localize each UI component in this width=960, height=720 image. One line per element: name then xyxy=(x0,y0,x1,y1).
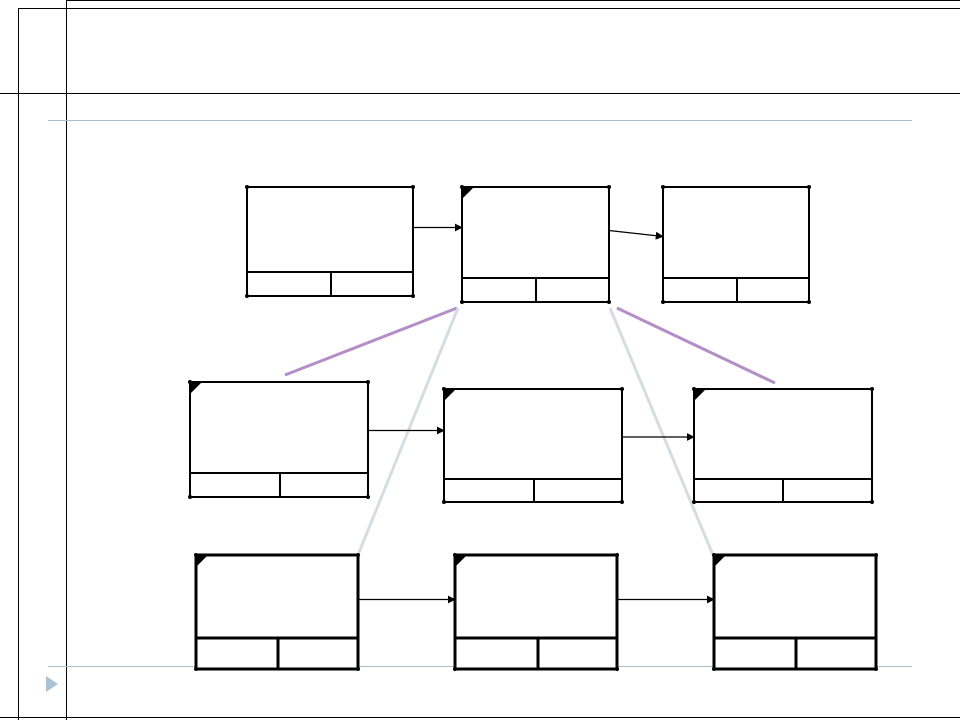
node-bottom-center xyxy=(453,553,619,671)
frame-bottom-line xyxy=(0,717,960,718)
node-corner-dot xyxy=(615,667,619,671)
frame-title-top-line xyxy=(18,8,960,9)
node-corner-dot xyxy=(870,500,874,504)
node-corner-dot xyxy=(620,500,624,504)
title-rule xyxy=(48,120,912,121)
frame-title-bottom-line xyxy=(0,93,960,94)
node-corner-dot xyxy=(194,553,198,557)
corner-mark-icon xyxy=(714,555,726,567)
node-mid-center xyxy=(442,387,624,504)
node-corner-dot xyxy=(460,185,464,189)
node-corner-dot xyxy=(661,300,665,304)
node-corner-dot xyxy=(460,300,464,304)
node-corner-dot xyxy=(692,387,696,391)
node-corner-dot xyxy=(453,553,457,557)
node-corner-dot xyxy=(607,300,611,304)
node-corner-dot xyxy=(188,380,192,384)
node-corner-dot xyxy=(411,185,415,189)
node-box xyxy=(693,388,873,503)
node-corner-dot xyxy=(712,667,716,671)
corner-mark-icon xyxy=(694,389,706,401)
expansion-line-right xyxy=(608,307,715,556)
node-corner-dot xyxy=(442,387,446,391)
node-corner-dot xyxy=(620,387,624,391)
corner-mark-icon xyxy=(190,382,202,394)
expansion-line-left xyxy=(356,307,460,556)
node-corner-dot xyxy=(356,667,360,671)
node-mid-left xyxy=(188,380,370,499)
expansion-line-right xyxy=(616,306,776,385)
expansion-line-left xyxy=(284,306,458,377)
node-bottom-left xyxy=(194,553,360,671)
node-mid-right xyxy=(692,387,874,504)
flow-arrow-top-center-to-top-right xyxy=(608,229,664,240)
corner-mark-icon xyxy=(462,187,474,199)
play-marker-icon[interactable] xyxy=(46,676,58,692)
node-corner-dot xyxy=(366,495,370,499)
node-corner-dot xyxy=(874,553,878,557)
node-top-center xyxy=(460,185,611,304)
node-corner-dot xyxy=(356,553,360,557)
node-corner-dot xyxy=(194,667,198,671)
node-box xyxy=(712,553,878,671)
node-corner-dot xyxy=(870,387,874,391)
node-corner-dot xyxy=(442,500,446,504)
node-corner-dot xyxy=(807,185,811,189)
frame-top-line xyxy=(66,0,960,1)
corner-mark-icon xyxy=(455,555,467,567)
frame-left-outer-line xyxy=(18,8,19,720)
frame-left-inner-line xyxy=(66,0,67,720)
node-corner-dot xyxy=(615,553,619,557)
node-corner-dot xyxy=(712,553,716,557)
node-corner-dot xyxy=(807,300,811,304)
node-corner-dot xyxy=(245,294,249,298)
node-top-right xyxy=(661,185,811,304)
node-corner-dot xyxy=(453,667,457,671)
node-corner-dot xyxy=(692,500,696,504)
node-corner-dot xyxy=(607,185,611,189)
node-box xyxy=(453,553,619,671)
node-corner-dot xyxy=(188,495,192,499)
node-corner-dot xyxy=(661,185,665,189)
node-corner-dot xyxy=(245,185,249,189)
node-corner-dot xyxy=(411,294,415,298)
node-bottom-right xyxy=(712,553,878,671)
corner-mark-icon xyxy=(444,389,456,401)
node-top-left xyxy=(245,185,415,298)
corner-mark-icon xyxy=(196,555,208,567)
node-corner-dot xyxy=(874,667,878,671)
node-corner-dot xyxy=(366,380,370,384)
